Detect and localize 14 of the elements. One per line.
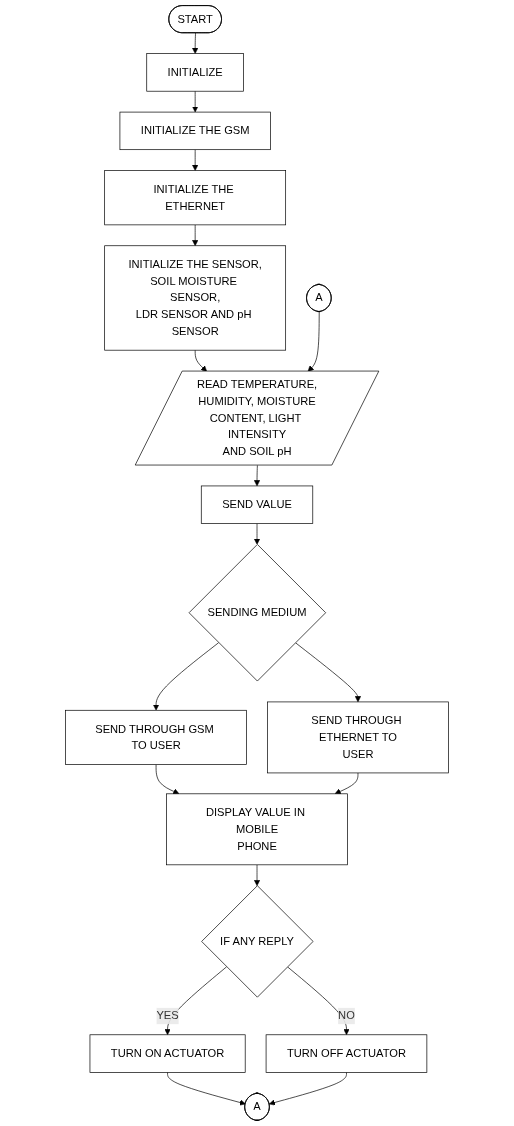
node-box: SEND THROUGH ETHERNET TO USER: [267, 701, 449, 774]
node-box: INITIALIZE THE SENSOR, SOIL MOISTURE SENSOR, LDR SENSOR AND pH SENSOR: [104, 245, 286, 351]
node-box: INITIALIZE THE ETHERNET: [104, 170, 286, 226]
edge-label: NO: [338, 1009, 355, 1022]
node-box: DISPLAY VALUE IN MOBILE PHONE: [166, 793, 348, 866]
edge-label: YES: [156, 1009, 179, 1022]
node-diamond: IF ANY REPLY: [201, 885, 314, 998]
node-box: INITIALIZE: [146, 53, 244, 92]
node-box: SEND THROUGH GSM TO USER: [65, 709, 247, 765]
node-box: INITIALIZE THE GSM: [119, 111, 271, 151]
node-box: TURN ON ACTUATOR: [89, 1034, 246, 1073]
node-diamond: SENDING MEDIUM: [188, 544, 326, 682]
node-box: TURN OFF ACTUATOR: [265, 1034, 428, 1073]
node-box: SEND VALUE: [200, 485, 314, 524]
